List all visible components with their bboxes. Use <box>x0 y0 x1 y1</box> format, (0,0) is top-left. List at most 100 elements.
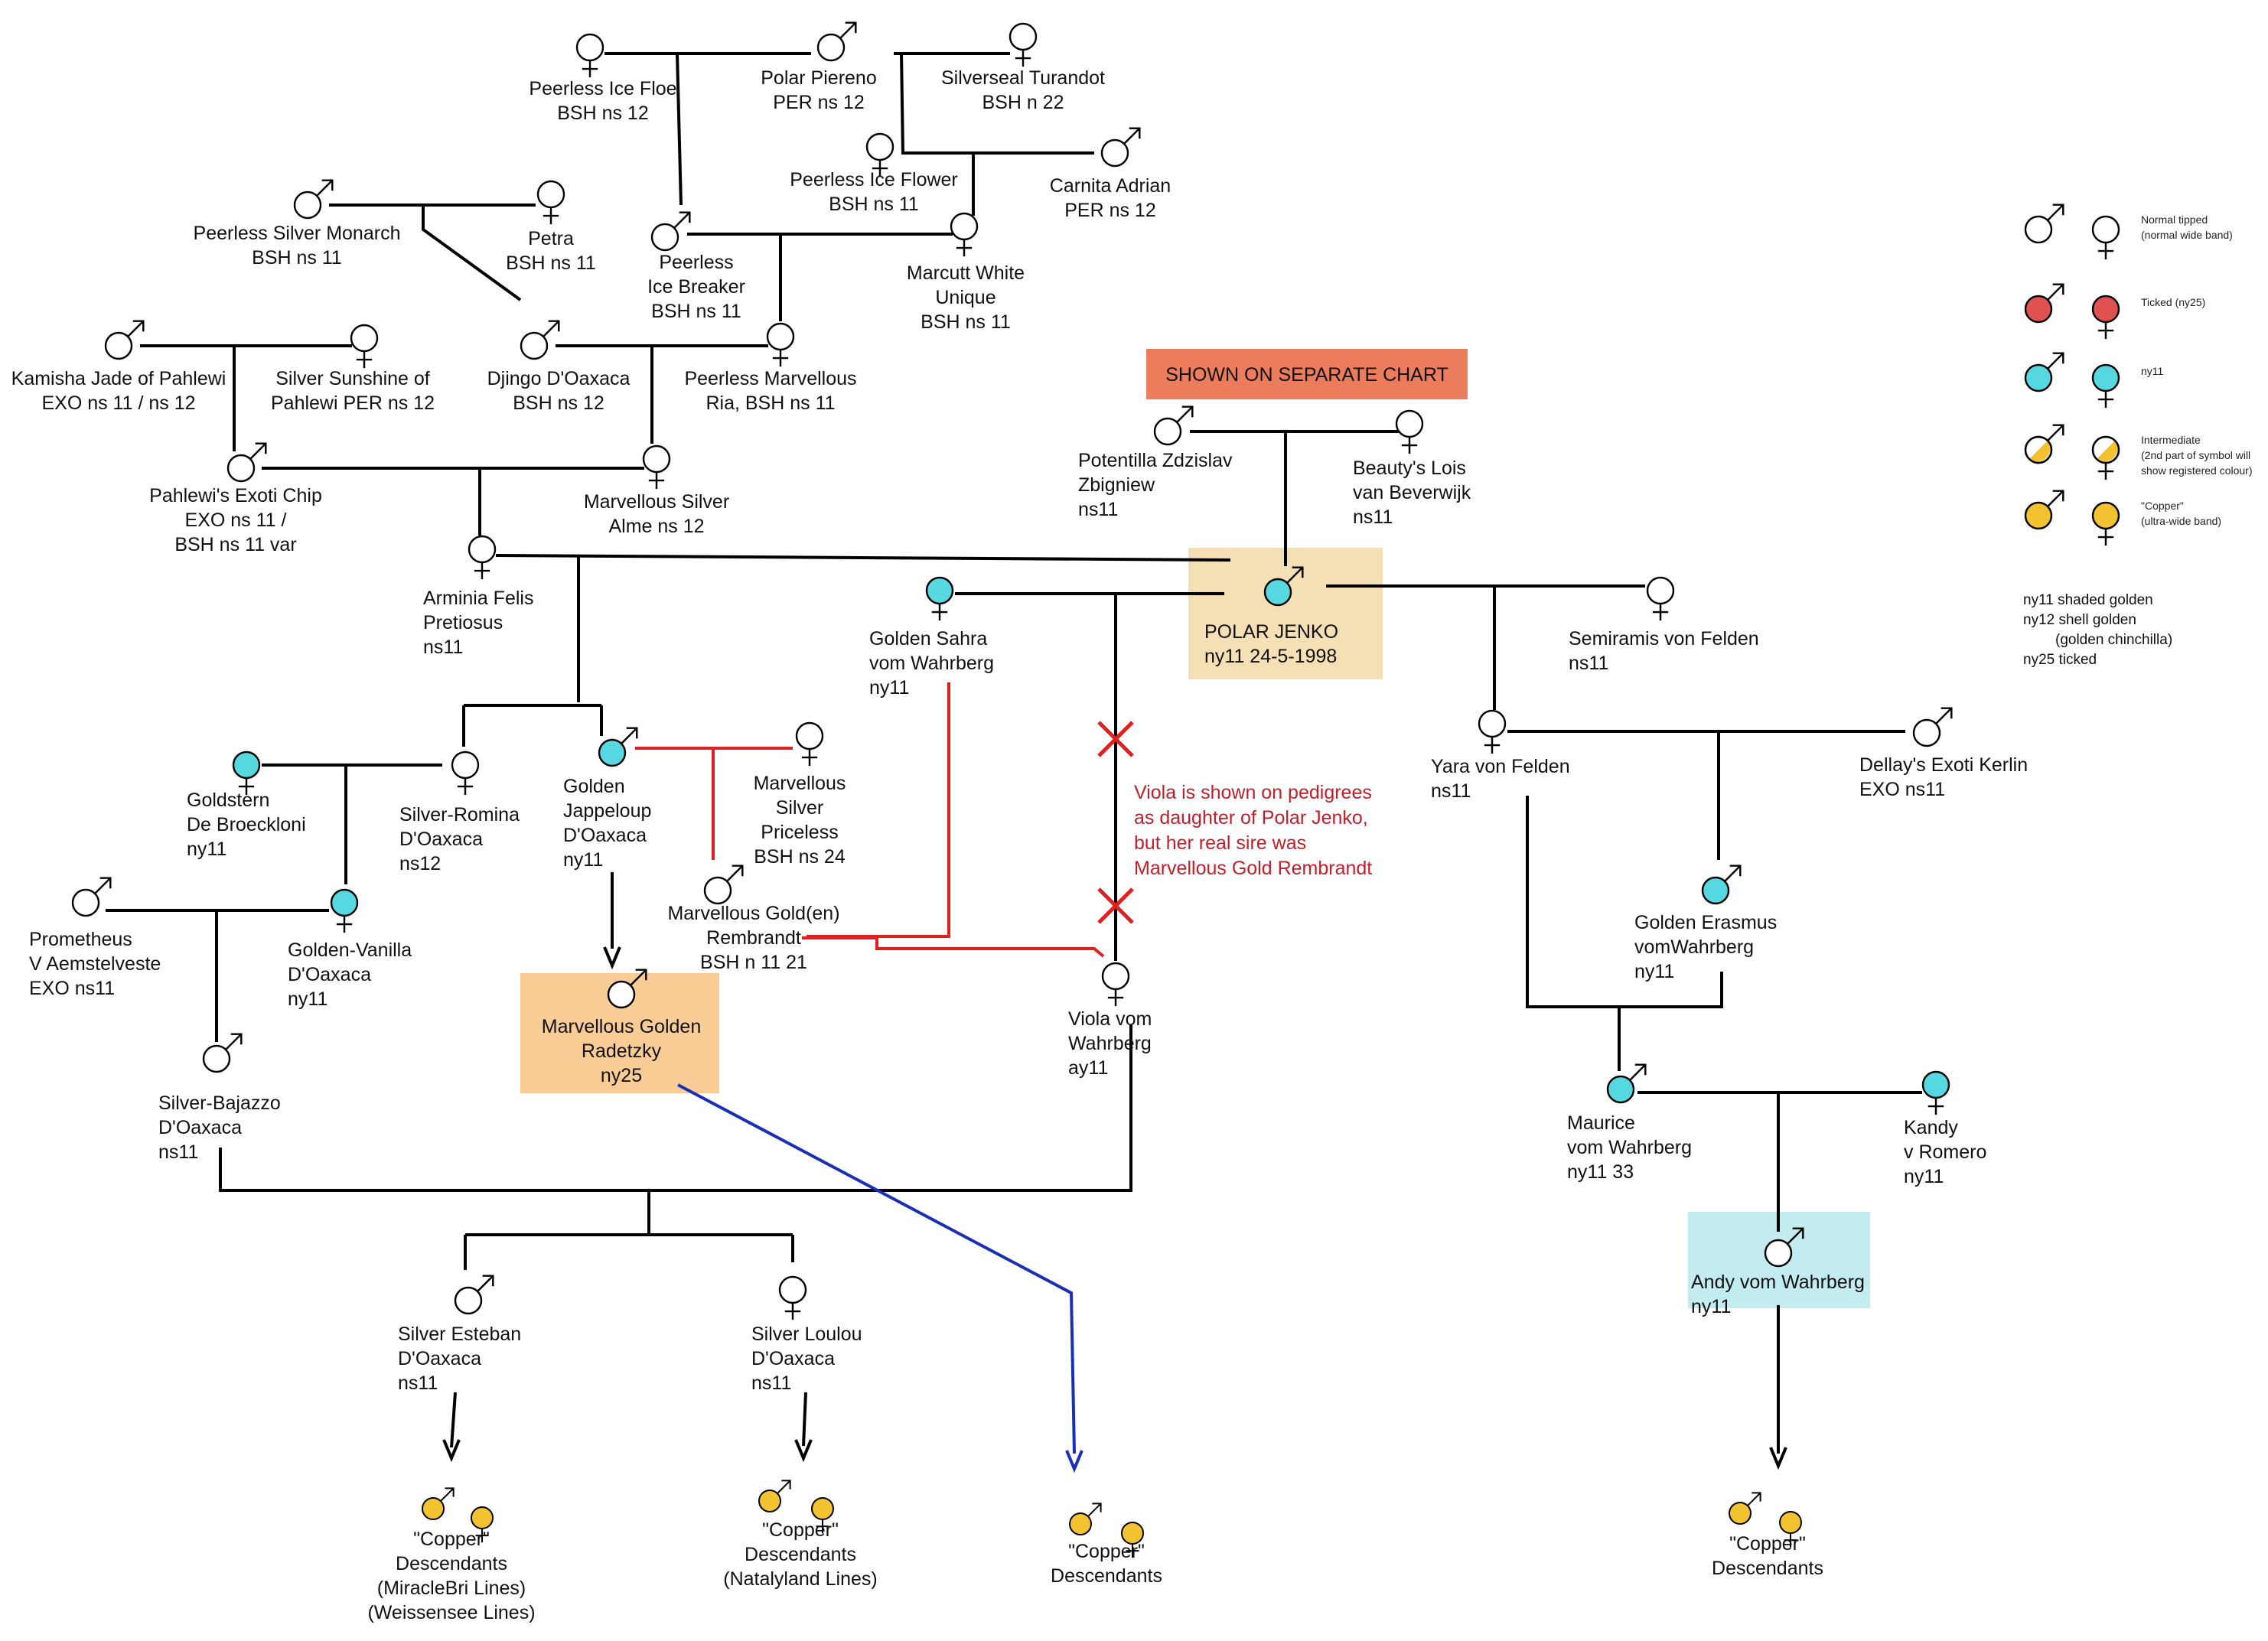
goldstern-female-icon <box>232 750 261 796</box>
connector <box>802 936 1105 958</box>
jappeloup-male-icon <box>598 727 638 767</box>
ice-floe-female-icon <box>575 33 604 78</box>
legend-ticked-male-icon <box>2024 283 2064 324</box>
copper-c1-label: "Copper"Descendants(MiracleBri Lines)(We… <box>367 1529 535 1623</box>
lois-female-icon <box>1395 409 1424 454</box>
copper-c3-male-icon <box>1069 1503 1102 1535</box>
legend-ny11-male-icon <box>2024 352 2064 392</box>
legend-ny11-text: ny11 <box>2141 365 2164 377</box>
connector <box>1526 796 1723 1008</box>
22,14 <box>677 1083 1076 1454</box>
legend-normal-male-icon <box>2024 203 2064 244</box>
copper-c4-label: "Copper"Descendants <box>1712 1533 1823 1579</box>
copper-c4-male-icon <box>1729 1492 1761 1525</box>
ria-female-icon <box>766 322 795 367</box>
x-mark-upper <box>1097 721 1134 757</box>
romina-female-icon <box>451 750 480 796</box>
viola-female-icon <box>1101 962 1130 1007</box>
18,14 <box>450 1392 457 1448</box>
radetzky-male-icon <box>607 969 647 1009</box>
highlight-layer: SHOWN ON SEPARATE CHART <box>520 349 1870 1308</box>
connector <box>495 554 1231 562</box>
connector <box>807 682 950 938</box>
legend-intermediate-male-icon <box>2024 424 2064 464</box>
legend-copper-male-icon <box>2024 490 2064 530</box>
copper-c1-female-icon <box>471 1506 494 1543</box>
legend-ny11-female-icon <box>2091 363 2120 409</box>
copper-c4-female-icon <box>1779 1511 1802 1548</box>
connector <box>900 53 904 154</box>
erasmus-male-icon <box>1701 864 1742 905</box>
andy-male-icon <box>1764 1227 1804 1268</box>
connector <box>219 1025 1132 1192</box>
legend-normal-text: Normal tipped(normal wide band) <box>2141 213 2233 241</box>
copper-c3-label: "Copper"Descendants <box>1051 1541 1162 1587</box>
carnita-male-icon <box>1100 127 1141 168</box>
arrow-andy <box>1769 1447 1787 1470</box>
marcutt-female-icon <box>950 212 979 257</box>
legend-copper-female-icon <box>2091 501 2120 546</box>
legend-ticked-text: Ticked (ny25) <box>2141 296 2205 308</box>
yara-female-icon <box>1478 709 1507 754</box>
connector <box>676 53 683 206</box>
legend-normal-female-icon <box>2091 215 2120 260</box>
copper-c1-male-icon <box>422 1487 455 1520</box>
copper-c3-female-icon <box>1121 1522 1144 1558</box>
priceless-female-icon <box>795 721 824 767</box>
connector-lines <box>106 52 1922 1473</box>
copper-c2-label: "Copper"Descendants(Natalyland Lines) <box>723 1519 878 1590</box>
18,14 <box>802 1392 807 1447</box>
vanilla-female-icon <box>330 888 359 933</box>
petra-female-icon <box>536 180 565 225</box>
legend: Normal tipped(normal wide band) Ticked (n… <box>2023 203 2253 668</box>
legend-copper-text: "Copper"(ultra-wide band) <box>2141 500 2221 527</box>
arrow-loulou <box>794 1439 813 1463</box>
djingo-male-icon <box>520 320 560 360</box>
bajazzo-male-icon <box>202 1033 243 1073</box>
jenko-male-icon <box>1263 566 1304 607</box>
arrow-radetzky <box>603 946 621 970</box>
x-mark-lower <box>1097 887 1134 924</box>
legend-ticked-female-icon <box>2091 295 2120 340</box>
legend-intermediate-female-icon <box>2091 435 2120 480</box>
arminia-female-icon <box>468 535 497 580</box>
sunshine-female-icon <box>350 324 379 369</box>
piereno-male-icon <box>816 21 857 62</box>
